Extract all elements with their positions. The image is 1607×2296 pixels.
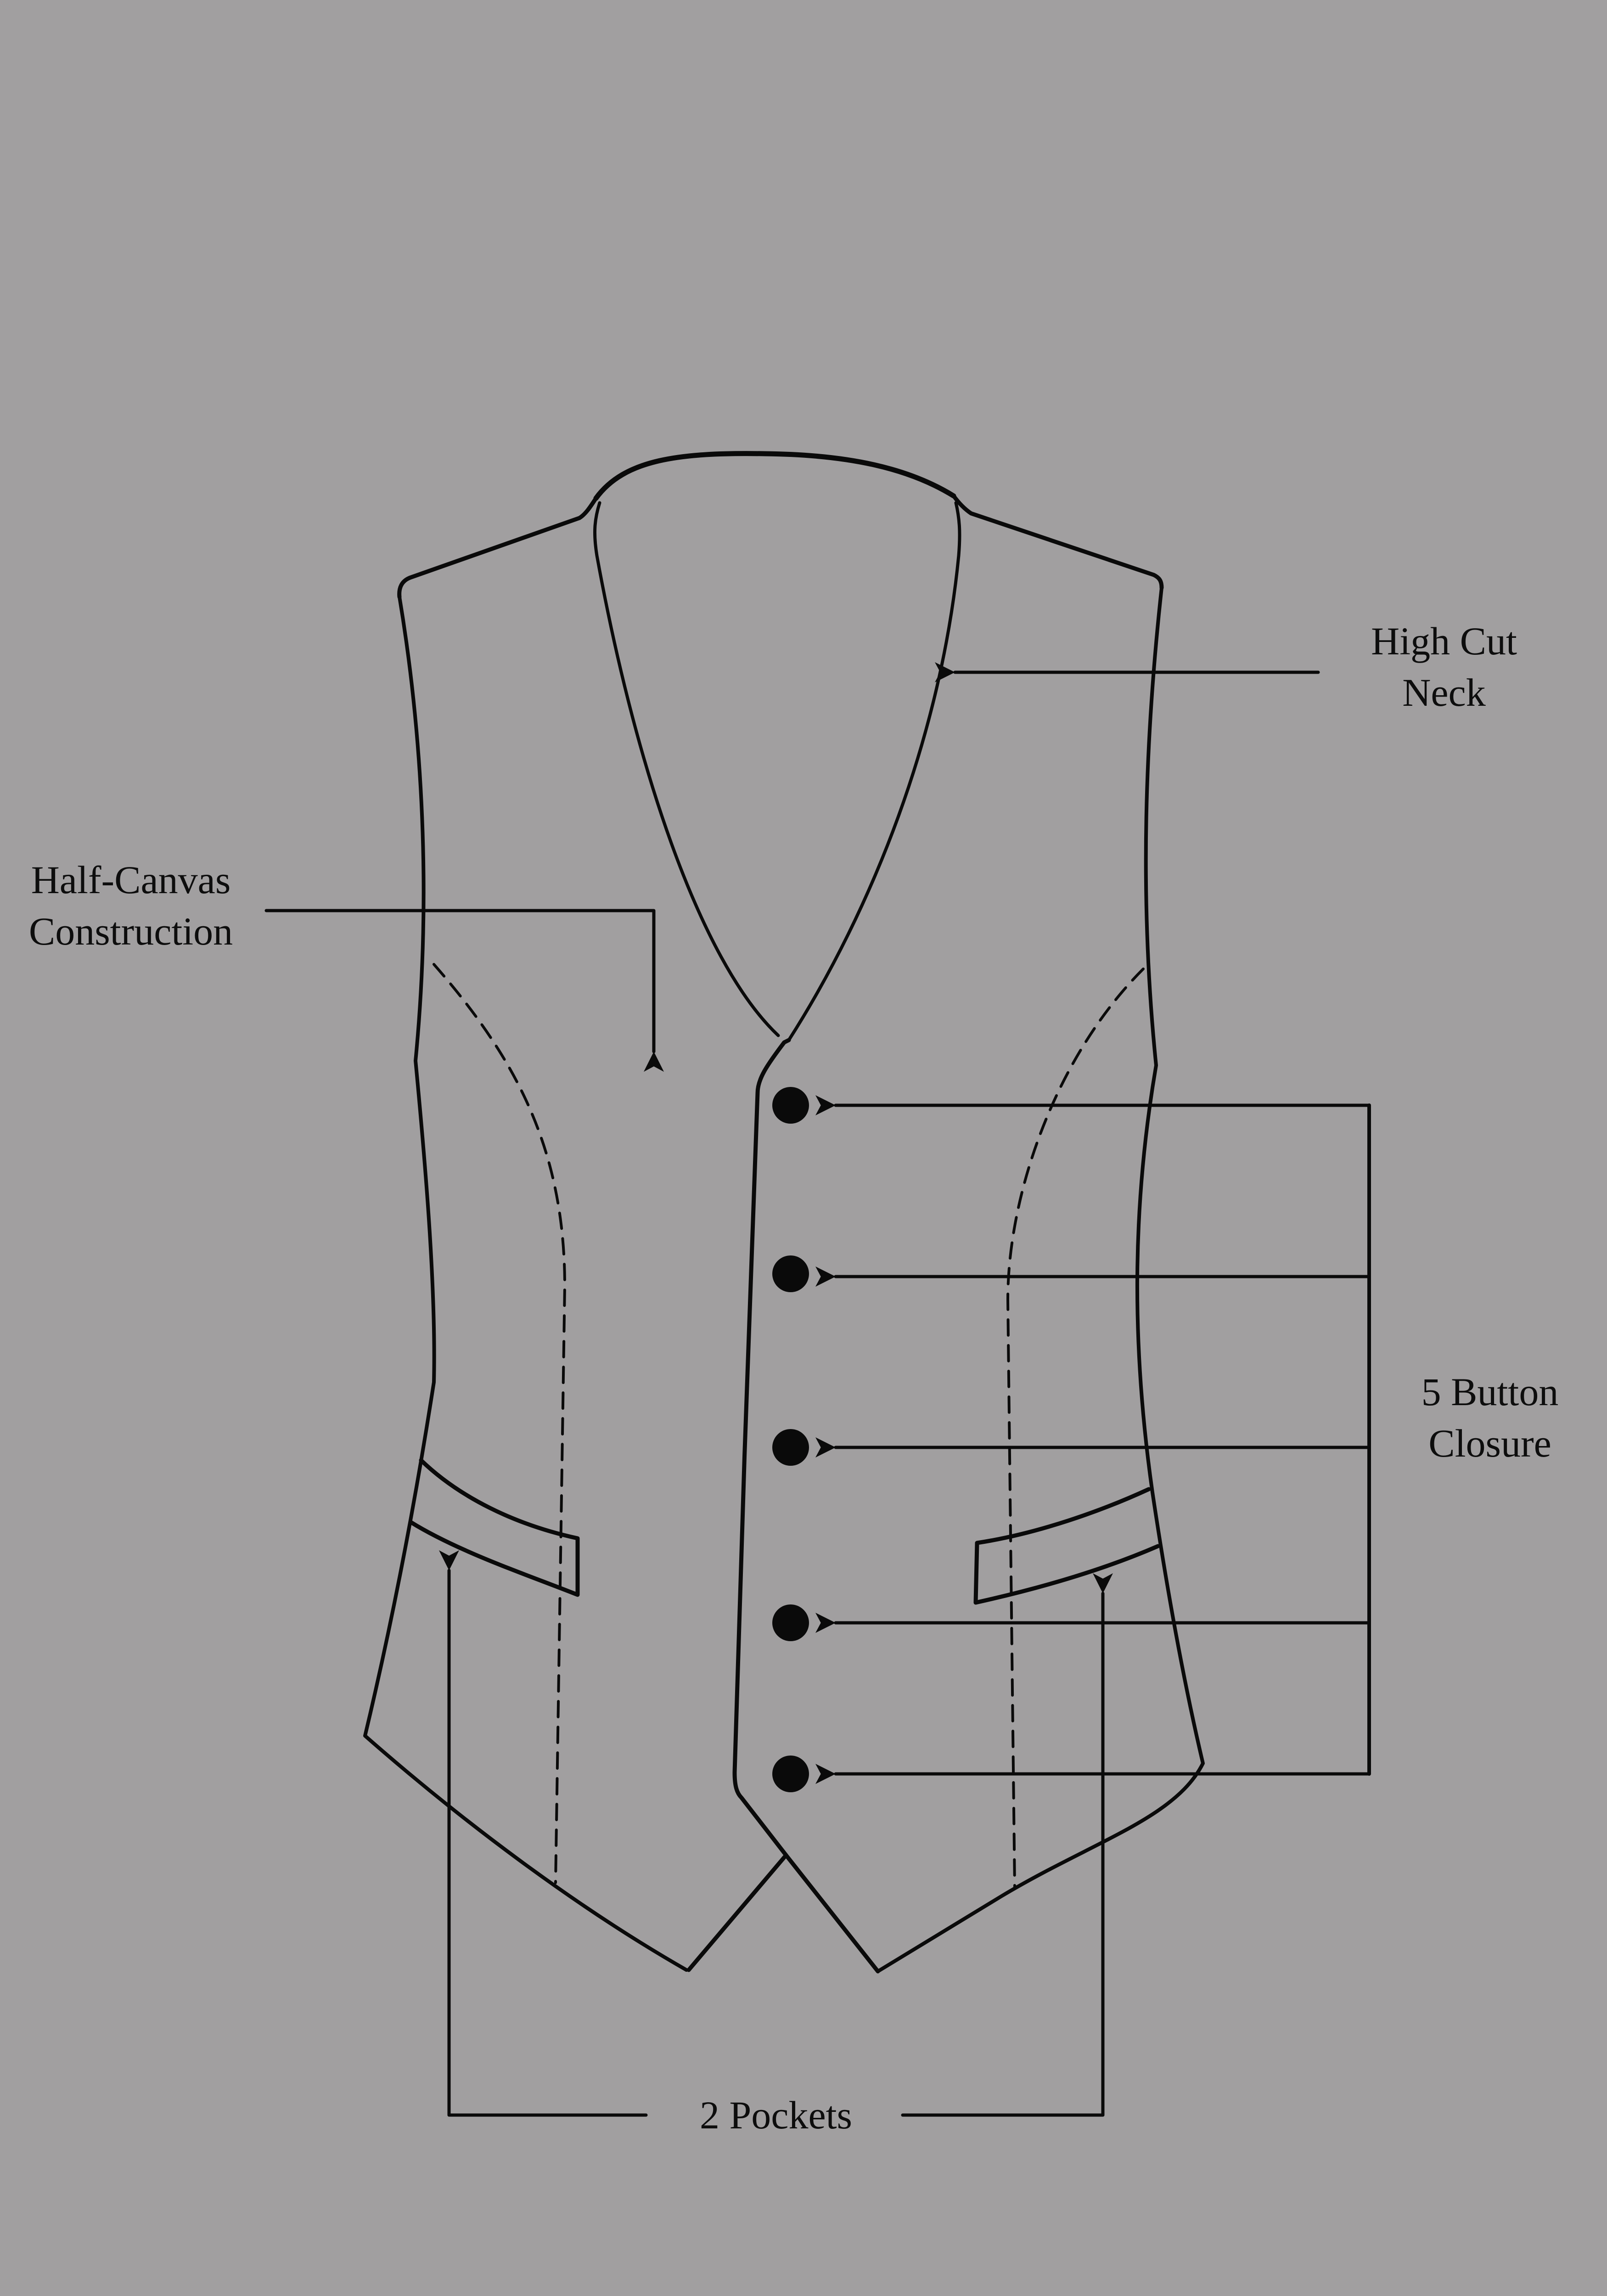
dashed-seams [433, 963, 1145, 1889]
label-high-cut-neck: High Cut Neck [1348, 615, 1540, 718]
right-shoulder [951, 494, 1164, 590]
button-icon [772, 1756, 809, 1792]
left-dashed-seam [433, 963, 566, 1884]
vest-outline [363, 451, 1205, 1974]
front-edge [732, 1038, 791, 1857]
button-icon [772, 1429, 809, 1466]
left-lapel [593, 501, 780, 1037]
half-canvas-arrow [264, 909, 664, 1072]
callouts [264, 662, 1371, 2117]
right-pocket-arrow [901, 1573, 1113, 2117]
left-front-point [686, 1853, 788, 1972]
label-half-canvas-line1: Half-Canvas [31, 858, 231, 902]
label-pockets-text: 2 Pockets [699, 2093, 853, 2137]
label-half-canvas-line2: Construction [28, 909, 233, 953]
label-high-cut-neck-line2: Neck [1402, 670, 1486, 715]
label-high-cut-neck-line1: High Cut [1371, 619, 1517, 663]
button-icon [772, 1255, 809, 1292]
left-pocket-arrow [439, 1550, 648, 2117]
label-pockets: 2 Pockets [657, 2089, 895, 2141]
button-icon [772, 1087, 809, 1124]
right-lapel [787, 501, 961, 1042]
right-front-point [784, 1853, 880, 1974]
right-side-seam [876, 586, 1205, 1973]
buttons [772, 1087, 809, 1792]
button-icon [772, 1604, 809, 1641]
back-neck-arc [593, 451, 956, 501]
label-button-closure-line2: Closure [1428, 1421, 1551, 1465]
left-pocket-welt [409, 1458, 580, 1597]
label-button-closure: 5 Button Closure [1393, 1366, 1586, 1469]
left-side-seam [363, 595, 688, 1972]
right-dashed-seam [1006, 968, 1145, 1889]
label-half-canvas: Half-Canvas Construction [0, 854, 262, 957]
pockets [409, 1458, 1160, 1605]
label-button-closure-line1: 5 Button [1421, 1370, 1559, 1414]
left-shoulder [397, 496, 598, 599]
right-pocket-welt [973, 1487, 1160, 1605]
